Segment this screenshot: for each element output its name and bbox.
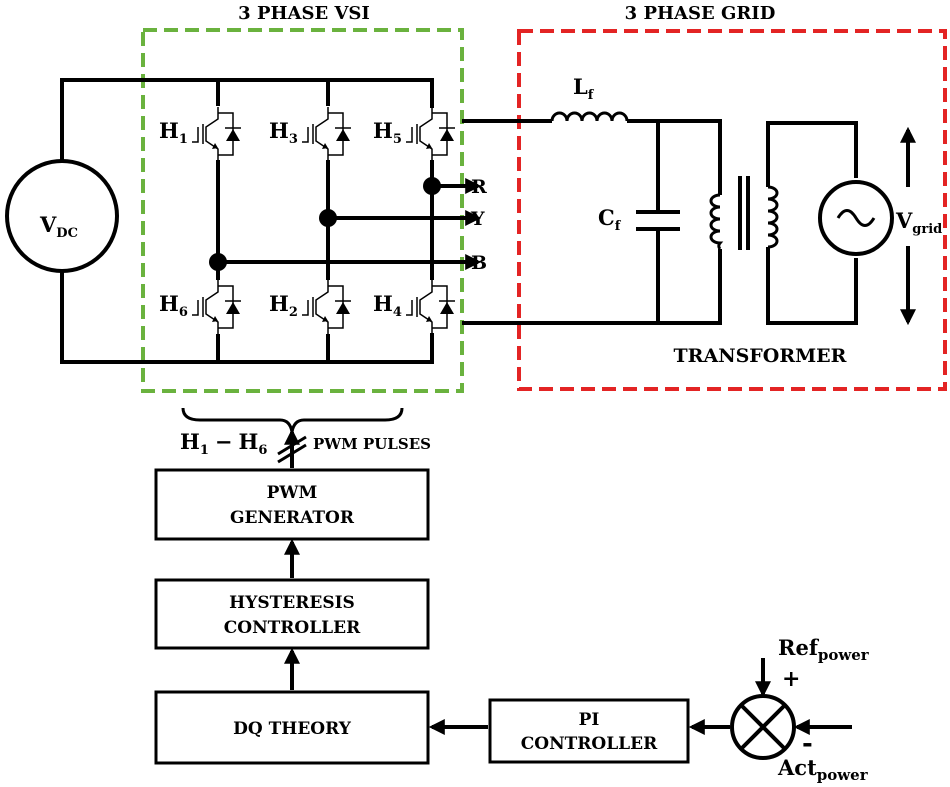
gate-range-label: H1−H6 (180, 429, 267, 458)
switch-h3: H3 (269, 107, 351, 161)
capacitor-icon (636, 210, 680, 231)
phase-taps: R Y B (209, 176, 487, 274)
svg-text:DQ THEORY: DQ THEORY (233, 719, 352, 739)
act-sign: - (802, 729, 813, 759)
act-power-label: Actpower (777, 755, 869, 784)
grid-title: 3 PHASE GRID (625, 3, 776, 24)
vdc-label: VDC (39, 212, 78, 241)
svg-text:PWM: PWM (267, 483, 318, 503)
capacitor-label: Cf (598, 205, 622, 234)
svg-text:PI: PI (579, 710, 600, 730)
switch-h4: H4 (373, 280, 455, 334)
phase-r-label: R (471, 176, 487, 198)
ref-power-label: Refpower (778, 635, 870, 664)
vsi-title: 3 PHASE VSI (238, 3, 370, 24)
dc-source: VDC (5, 78, 434, 364)
inductor-label: Lf (573, 74, 595, 103)
switch-h6-label: H6 (159, 291, 188, 320)
grid-source-icon (818, 180, 894, 256)
switch-h1: H1 (159, 107, 241, 161)
switch-h1-label: H1 (159, 118, 188, 147)
transformer-icon (709, 121, 858, 325)
switch-h2: H2 (269, 280, 351, 334)
switch-h5: H5 (373, 107, 455, 161)
dq-theory-block: DQ THEORY (154, 690, 430, 765)
pi-controller-block: PI CONTROLLER (488, 698, 690, 764)
svg-text:CONTROLLER: CONTROLLER (521, 734, 658, 754)
switch-h2-label: H2 (269, 291, 298, 320)
vgrid-label: Vgrid (895, 208, 942, 237)
gate-signal-brace (181, 407, 404, 468)
switch-h6: H6 (159, 280, 241, 334)
svg-text:HYSTERESIS: HYSTERESIS (229, 593, 355, 613)
summing-junction-icon (730, 694, 796, 760)
inductor-icon (550, 111, 629, 122)
grid-group-border (517, 29, 947, 391)
transformer-label: TRANSFORMER (674, 345, 847, 367)
grid-circuit: Lf Cf TRANSFORMER Vgrid (462, 74, 942, 367)
pwm-pulses-label: PWM PULSES (313, 435, 431, 453)
switch-h5-label: H5 (373, 118, 402, 147)
phase-b-label: B (471, 252, 487, 274)
pwm-generator-block: PWM GENERATOR (154, 468, 430, 541)
ref-sign: + (782, 666, 800, 692)
vsi-group-border (141, 28, 464, 393)
svg-text:CONTROLLER: CONTROLLER (224, 618, 361, 638)
svg-text:GENERATOR: GENERATOR (230, 508, 355, 528)
hysteresis-controller-block: HYSTERESIS CONTROLLER (154, 578, 430, 650)
switch-h4-label: H4 (373, 291, 402, 320)
phase-y-label: Y (470, 208, 485, 230)
switch-h3-label: H3 (269, 118, 298, 147)
